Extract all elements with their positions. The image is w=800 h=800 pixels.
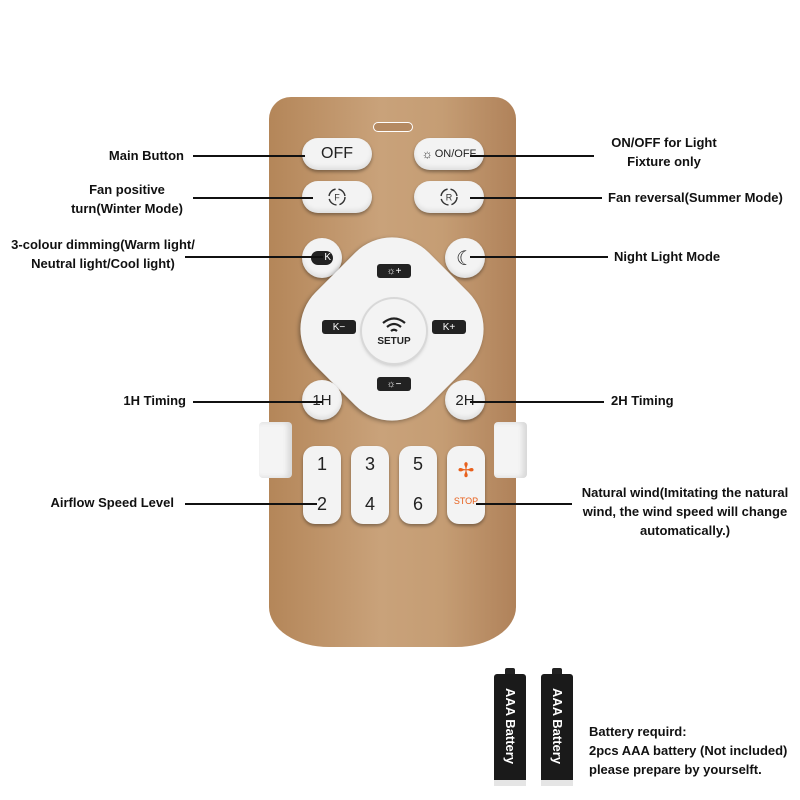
wifi-icon [382,316,406,332]
off-button[interactable]: OFF [302,138,372,170]
callout-fan-positive: Fan positive turn(Winter Mode) [40,180,214,218]
color-temp-up-icon[interactable]: K+ [432,320,466,334]
callout-fan-reversal: Fan reversal(Summer Mode) [608,190,783,205]
leader-line-fan-reversal [470,197,602,199]
natural-wind-button[interactable]: ✢ STOP [447,446,485,524]
callout-natural-wind: Natural wind(Imitating the natural wind,… [572,483,798,540]
right-side-clip [494,422,527,478]
callout-natural-wind-line2: wind, the wind speed will change [582,504,788,519]
callout-dimming: 3-colour dimming(Warm light/ Neutral lig… [2,235,204,273]
speed-button-3-4[interactable]: 3 4 [351,446,389,524]
callout-airflow: Airflow Speed Level [50,495,174,510]
setup-button[interactable]: SETUP [362,299,426,363]
fan-forward-letter: F [334,193,340,203]
callout-night-light: Night Light Mode [614,249,721,264]
callout-fan-positive-line2: turn(Winter Mode) [71,201,183,216]
leader-line-airflow [185,503,317,505]
brightness-down-icon[interactable]: ☼− [377,377,411,391]
leader-line-dimming [185,256,323,258]
speed-button-1-2[interactable]: 1 2 [303,446,341,524]
callout-dimming-line1: 3-colour dimming(Warm light/ [11,237,195,252]
ir-window [373,122,413,132]
speed-3-label: 3 [364,454,375,474]
aaa-battery-1: AAA Battery [494,668,526,788]
fan-reverse-icon: R [440,188,458,206]
timer-2h-button[interactable]: 2H [445,380,485,420]
aaa-battery-2: AAA Battery [541,668,573,788]
callout-fan-positive-line1: Fan positive [89,182,165,197]
callout-light-onoff-line1: ON/OFF for Light [611,135,717,150]
battery-note-line3: please prepare by yourselft. [589,762,762,777]
speed-6-label: 6 [412,494,423,514]
timer-2h-label: 2H [455,391,475,409]
callout-main-button: Main Button [108,148,184,163]
leader-line-natural-wind [476,503,572,505]
leader-line-fan-positive [193,197,313,199]
timer-1h-button[interactable]: 1H [302,380,342,420]
fan-reverse-letter: R [446,193,453,203]
color-temp-down-icon[interactable]: K− [322,320,356,334]
moon-star-icon: ☾ [456,247,474,270]
callout-2h-timing: 2H Timing [611,393,674,408]
battery-note-line2: 2pcs AAA battery (Not included) [589,743,788,758]
callout-natural-wind-line1: Natural wind(Imitating the natural [581,485,789,500]
timer-1h-label: 1H [312,391,332,409]
leader-line-2h [470,401,604,403]
leader-line-night-light [470,256,608,258]
speed-4-label: 4 [364,494,375,514]
fan-forward-button[interactable]: F [302,181,372,213]
speed-5-label: 5 [412,454,423,474]
callout-light-onoff: ON/OFF for Light Fixture only [588,133,740,171]
leader-line-light-onoff [470,155,594,157]
brightness-up-icon[interactable]: ☼+ [377,264,411,278]
leader-line-main [193,155,305,157]
color-temp-icon: K [311,251,333,265]
night-light-button[interactable]: ☾ [445,238,485,278]
light-onoff-button[interactable]: ☼ ON/OFF [414,138,484,170]
fan-forward-icon: F [328,188,346,206]
speed-1-label: 1 [316,454,327,474]
speed-button-5-6[interactable]: 5 6 [399,446,437,524]
callout-dimming-line2: Neutral light/Cool light) [31,256,175,271]
battery-1-label: AAA Battery [503,687,518,765]
setup-label: SETUP [377,335,411,347]
stop-label: STOP [453,496,479,506]
callout-1h-timing: 1H Timing [123,393,186,408]
leader-line-1h [193,401,323,403]
battery-note-line1: Battery requird: [589,724,687,739]
callout-natural-wind-line3: automatically.) [639,523,731,538]
speed-2-label: 2 [316,494,327,514]
off-label: OFF [321,145,353,162]
left-side-clip [259,422,292,478]
natural-wind-icon: ✢ [457,460,475,482]
light-onoff-label: ON/OFF [434,148,477,160]
battery-note: Battery requird: 2pcs AAA battery (Not i… [589,722,797,779]
light-icon: ☼ [421,147,433,161]
battery-2-label: AAA Battery [550,687,565,765]
callout-light-onoff-line2: Fixture only [627,154,701,169]
